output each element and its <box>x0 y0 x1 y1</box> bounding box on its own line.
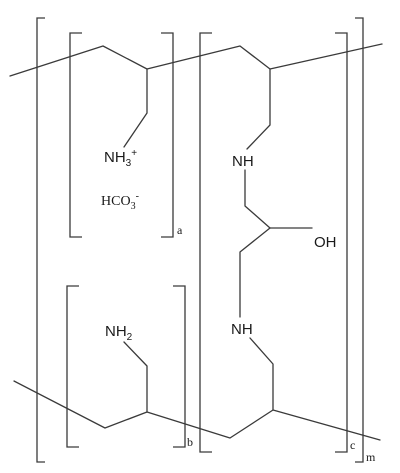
bracket-m-right <box>355 17 364 463</box>
bracket-a-left <box>69 32 82 238</box>
bracket-c-left <box>199 32 212 453</box>
ammonium-group-label: NH3+ <box>104 148 137 169</box>
side-chain-c-lower <box>249 337 274 411</box>
bicarbonate-label: HCO3- <box>101 191 139 212</box>
bracket-b-right <box>173 285 186 448</box>
amine-group-label: NH2 <box>105 323 133 343</box>
side-chain-a <box>123 68 148 148</box>
hydroxyl-label: OH <box>314 234 337 251</box>
repeat-index-m: m <box>366 450 376 464</box>
bracket-b-left <box>66 285 79 448</box>
repeat-index-a: a <box>177 223 183 237</box>
secondary-amine-top-label: NH <box>232 153 254 170</box>
secondary-amine-bottom-label: NH <box>231 321 253 338</box>
repeat-index-c: c <box>350 438 355 452</box>
bracket-c-right <box>335 32 348 453</box>
bracket-a-right <box>161 32 174 238</box>
backbone-top <box>9 43 383 77</box>
side-chain-c-upper <box>246 68 271 150</box>
repeat-index-b: b <box>187 435 193 449</box>
side-chain-c-link1 <box>244 169 271 229</box>
side-chain-c-link2 <box>239 227 271 318</box>
backbone-bottom <box>13 380 381 441</box>
side-chain-b <box>123 341 148 413</box>
bracket-m-left <box>36 17 45 463</box>
